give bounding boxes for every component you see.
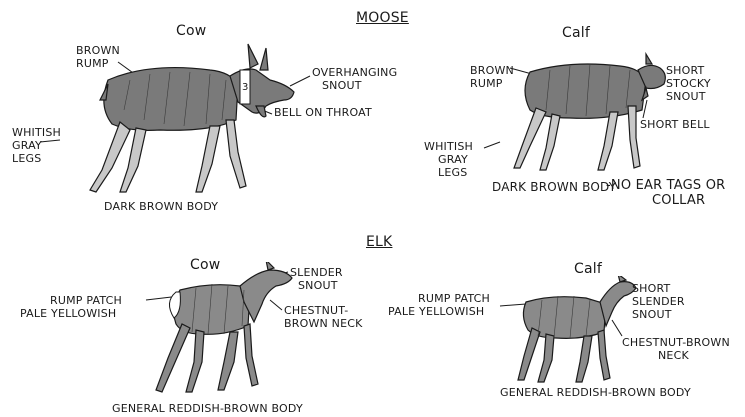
moose-cow-rump-label: BROWN RUMP (76, 44, 120, 70)
moose-calf-legs-label: WHITISH GRAY LEGS (424, 140, 473, 179)
elk-calf-rump-label: RUMP PATCH PALE YELLOWISH (388, 292, 490, 318)
moose-calf-title: Calf (562, 26, 590, 41)
moose-calf-bell-label: SHORT BELL (640, 118, 710, 131)
elk-calf-title: Calf (574, 262, 602, 277)
elk-cow-illustration (120, 262, 300, 402)
elk-section-title: ELK (366, 236, 392, 249)
moose-calf-snout-label: SHORT STOCKY SNOUT (666, 64, 711, 103)
moose-cow-snout-label: OVERHANGING SNOUT (312, 66, 397, 92)
elk-cow-neck-label: CHESTNUT- BROWN NECK (284, 304, 363, 330)
moose-calf-rump-label: BROWN RUMP (470, 64, 514, 90)
moose-calf-no-tags-label: -NO EAR TAGS OR COLLAR (606, 178, 725, 208)
moose-cow-body-label: DARK BROWN BODY (104, 200, 218, 213)
elk-cow-rump-label: RUMP PATCH PALE YELLOWISH (20, 294, 122, 320)
elk-cow-snout-label: SLENDER SNOUT (290, 266, 343, 292)
moose-calf-illustration (490, 50, 670, 180)
moose-cow-bell-label: BELL ON THROAT (274, 106, 372, 119)
moose-cow-legs-label: WHITISH GRAY LEGS (12, 126, 61, 165)
elk-calf-body-label: GENERAL REDDISH-BROWN BODY (500, 386, 691, 399)
collar-number: 3 (242, 82, 248, 93)
elk-calf-neck-label: CHESTNUT-BROWN NECK (622, 336, 730, 362)
elk-cow-body-label: GENERAL REDDISH-BROWN BODY (112, 402, 303, 415)
elk-calf-illustration (496, 276, 646, 386)
moose-section-title: MOOSE (356, 12, 409, 25)
moose-calf-body-label: DARK BROWN BODY (492, 180, 616, 195)
elk-calf-snout-label: SHORT SLENDER SNOUT (632, 282, 685, 321)
moose-cow-title: Cow (176, 24, 206, 39)
